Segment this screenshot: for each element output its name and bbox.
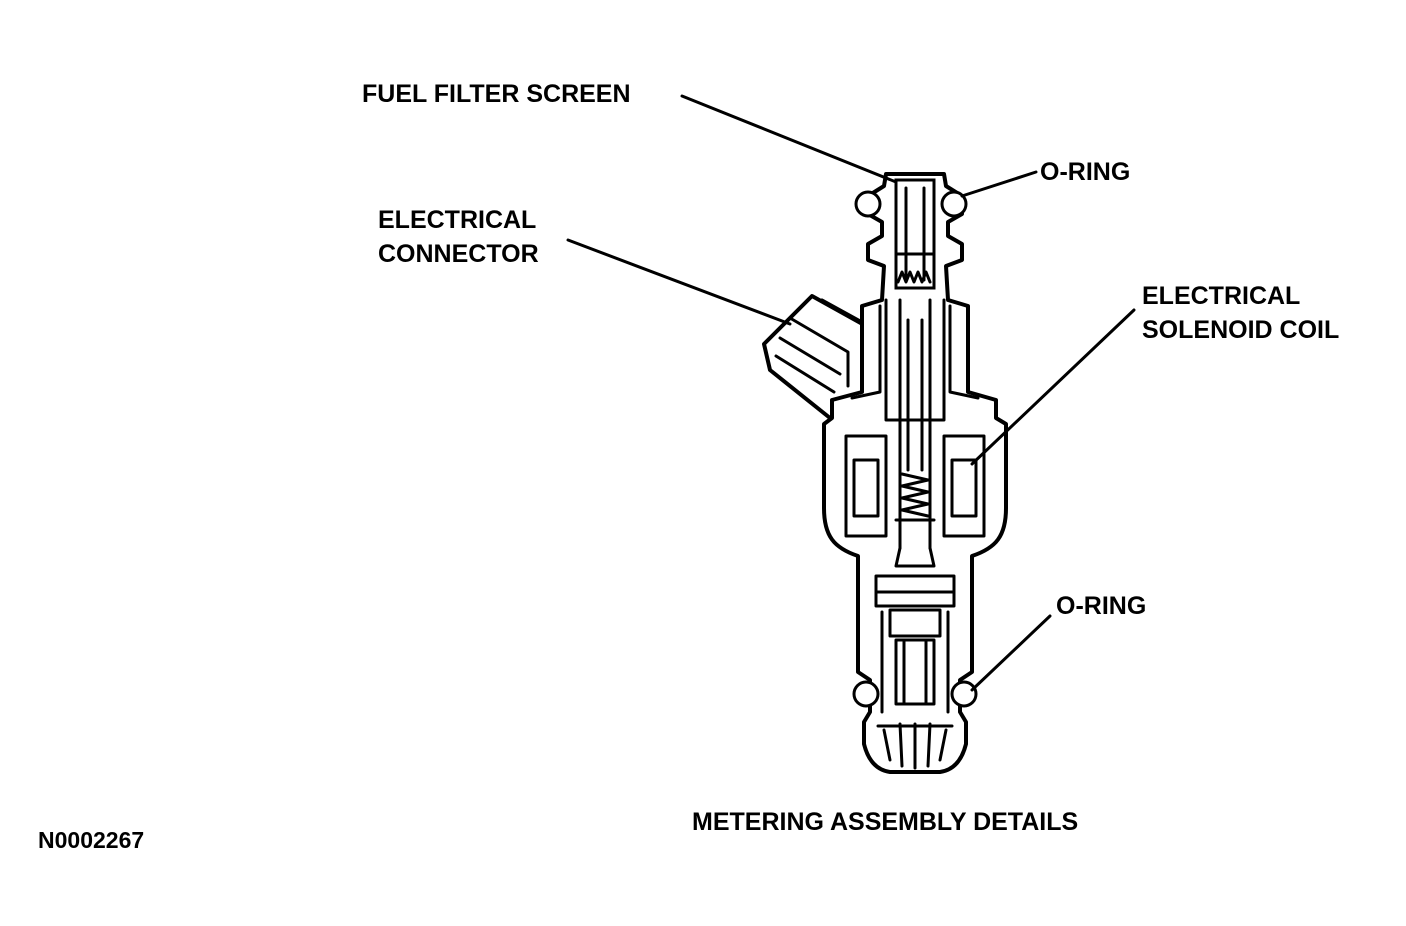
label-electrical-connector-line1: ELECTRICAL — [378, 206, 536, 234]
injector-outer-shell — [822, 172, 1008, 774]
lower-o-ring-left — [852, 680, 880, 708]
figure-id: N0002267 — [38, 827, 144, 853]
upper-o-ring-left — [854, 190, 882, 218]
valve-body — [874, 546, 956, 770]
leader-electrical-connector — [566, 238, 792, 326]
fuel-filter-screen-part — [894, 178, 936, 290]
diagram-caption: METERING ASSEMBLY DETAILS — [692, 808, 1078, 836]
leader-o-ring-bottom — [970, 614, 1052, 692]
armature-shaft — [894, 298, 936, 550]
leader-solenoid-coil — [970, 308, 1136, 466]
leader-o-ring-top — [960, 170, 1038, 198]
label-solenoid-coil-line2: SOLENOID COIL — [1142, 316, 1339, 344]
injector-body — [762, 172, 1008, 774]
label-o-ring-bottom: O-RING — [1056, 592, 1146, 620]
label-fuel-filter-screen: FUEL FILTER SCREEN — [362, 80, 631, 108]
label-electrical-connector-line2: CONNECTOR — [378, 240, 539, 268]
lower-o-ring-right — [950, 680, 978, 708]
solenoid-coil-left — [844, 434, 888, 538]
upper-o-ring-right — [940, 190, 968, 218]
leader-lines — [566, 94, 1136, 692]
leader-fuel-filter-screen — [680, 94, 898, 184]
label-o-ring-top: O-RING — [1040, 158, 1130, 186]
solenoid-coil-right — [942, 434, 986, 538]
label-solenoid-coil-line1: ELECTRICAL — [1142, 282, 1300, 310]
